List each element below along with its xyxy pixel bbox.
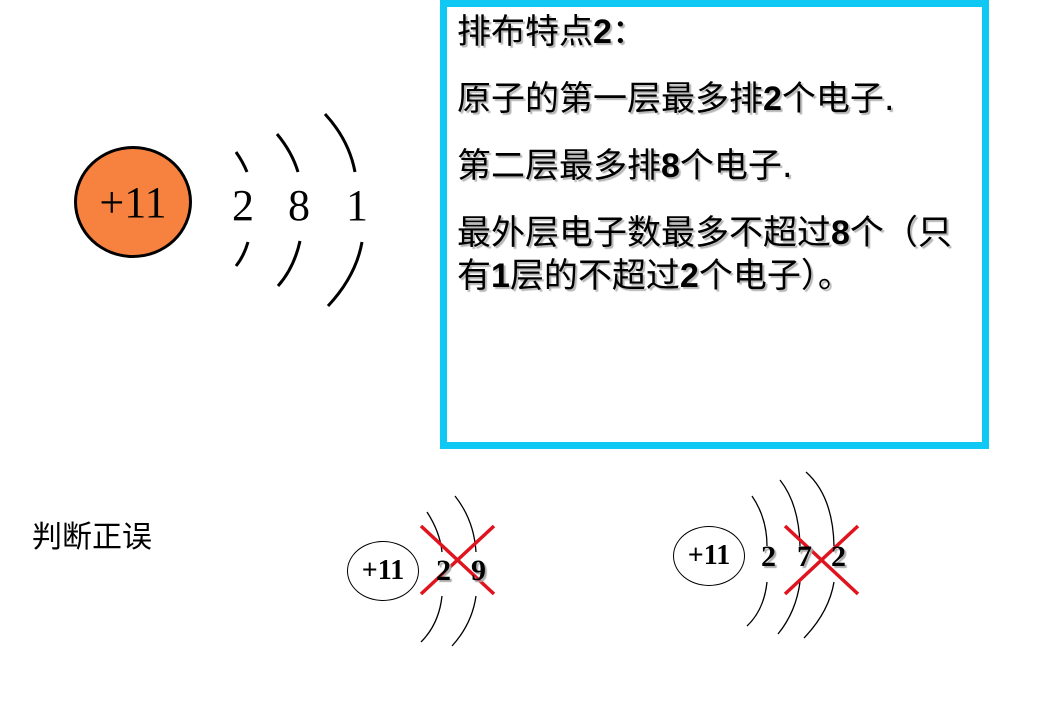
rule-first-shell: 原子的第一层最多排2个电子. — [457, 79, 895, 119]
rule-second-shell: 第二层最多排8个电子. — [457, 146, 793, 186]
example1-shell-arcs — [420, 495, 477, 647]
example1-shell-1-count: 2 — [436, 554, 451, 587]
rule-outer-shell: 最外层电子数最多不超过8个（只有1层的不超过2个电子）。 — [457, 213, 952, 296]
example2-shell-arcs — [746, 471, 835, 639]
main-shell-2-count: 8 — [288, 181, 310, 230]
wrong-cross-icon-2 — [783, 524, 860, 596]
example2-shell-3-count: 2 — [831, 540, 846, 573]
example1-shell-2-count: 9 — [471, 554, 486, 587]
example2-nucleus: +11 — [673, 526, 745, 586]
arrangement-rules-box: 排布特点2： 原子的第一层最多排2个电子. 第二层最多排8个电子. 最外层电子数… — [440, 0, 989, 449]
example2-shell-1-count: 2 — [761, 540, 776, 573]
example2-nucleus-label: +11 — [687, 540, 731, 571]
example1-nucleus-label: +11 — [361, 555, 405, 586]
judge-label: 判断正误 — [32, 520, 152, 555]
example2-shell-2-count: 7 — [797, 540, 812, 573]
main-nucleus: +11 — [74, 146, 192, 258]
main-nucleus-label: +11 — [99, 177, 167, 227]
main-shell-arcs — [234, 112, 364, 308]
main-shell-3-count: 1 — [346, 181, 368, 230]
rules-title: 排布特点2： — [457, 12, 646, 52]
main-shell-1-count: 2 — [232, 181, 254, 230]
wrong-cross-icon — [419, 524, 496, 596]
example1-nucleus: +11 — [347, 541, 419, 601]
